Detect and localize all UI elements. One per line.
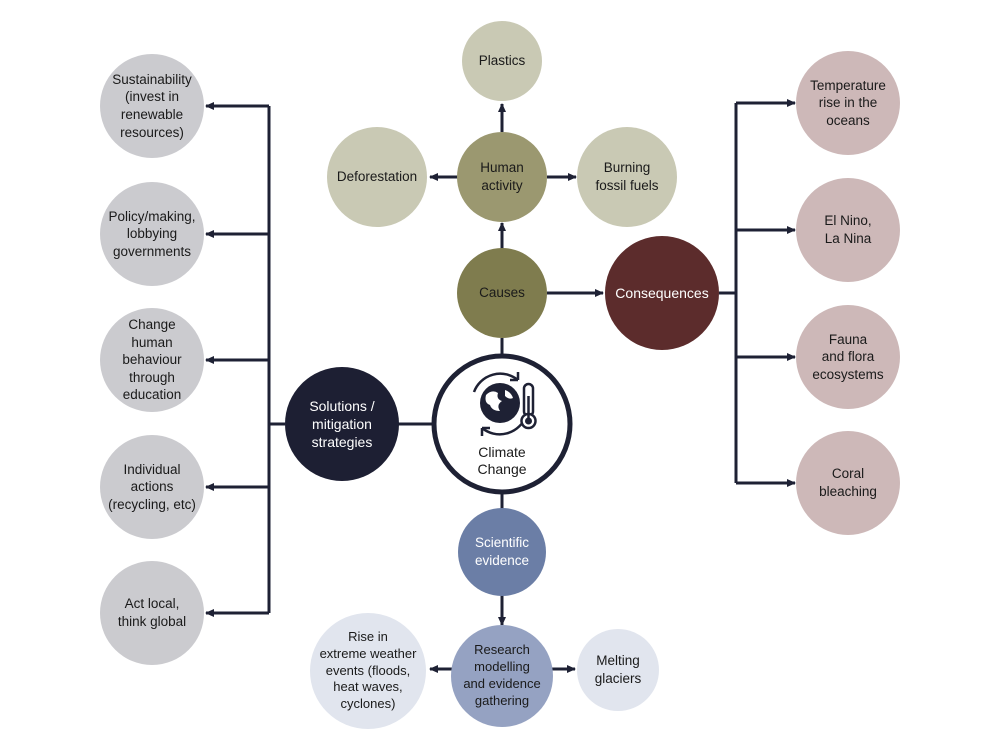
consequence-3-circle <box>796 431 900 535</box>
consequence-0-circle <box>796 51 900 155</box>
solution-0-circle <box>100 54 204 158</box>
node-circles <box>100 21 900 729</box>
solution-3-circle <box>100 435 204 539</box>
solutions-circle <box>285 367 399 481</box>
consequence-2-circle <box>796 305 900 409</box>
extreme-weather-circle <box>310 613 426 729</box>
causes-circle <box>457 248 547 338</box>
human-activity-circle <box>457 132 547 222</box>
consequence-1-circle <box>796 178 900 282</box>
plastics-circle <box>462 21 542 101</box>
center-label: Climate Change <box>477 444 527 477</box>
deforestation-circle <box>327 127 427 227</box>
connector-lines <box>205 99 796 673</box>
globe-thermometer-icon <box>472 372 537 436</box>
consequences-circle <box>605 236 719 350</box>
center-circle <box>431 353 573 495</box>
research-circle <box>451 625 553 727</box>
melting-glaciers-circle <box>577 629 659 711</box>
burning-fossil-fuels-circle <box>577 127 677 227</box>
solution-2-circle <box>100 308 204 412</box>
solution-4-circle <box>100 561 204 665</box>
scientific-evidence-circle <box>458 508 546 596</box>
solution-1-circle <box>100 182 204 286</box>
